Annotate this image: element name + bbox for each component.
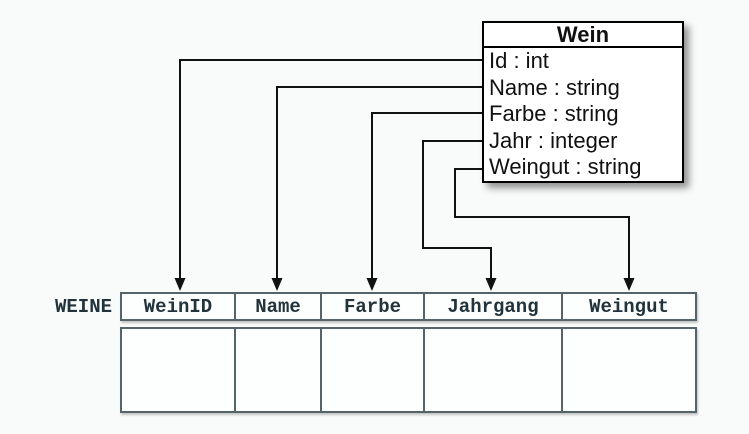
column-header-weingut: Weingut xyxy=(561,294,695,319)
class-attribute-farbe: Farbe : string xyxy=(489,101,619,127)
class-attribute-id: Id : int xyxy=(489,48,549,73)
class-attribute-name: Name : string xyxy=(489,74,620,100)
relation-header-row: WeinID Name Farbe Jahrgang Weingut xyxy=(120,292,697,321)
class-attribute-jahr: Jahr : integer xyxy=(489,127,618,153)
uml-class-box-wein: Wein Id : int Name : string Farbe : stri… xyxy=(482,21,684,183)
arrow-name-to-name-line xyxy=(276,86,483,279)
class-attribute-weingut: Weingut : string xyxy=(489,154,642,180)
column-header-name: Name xyxy=(234,294,320,319)
column-header-farbe: Farbe xyxy=(320,294,423,319)
arrow-jahr-to-jahrgang-head xyxy=(485,278,497,291)
column-header-weinid: WeinID xyxy=(143,295,213,318)
empty-cell-name xyxy=(234,329,320,411)
empty-cell-farbe xyxy=(320,329,423,411)
empty-cell-weingut xyxy=(561,329,695,411)
arrow-weingut-to-weingut-head xyxy=(623,278,635,291)
arrow-id-to-weinid-head xyxy=(174,278,186,291)
column-header-jahrgang: Jahrgang xyxy=(423,294,561,319)
relation-empty-row xyxy=(120,327,697,413)
arrow-farbe-to-farbe-head xyxy=(366,278,378,291)
arrow-id-to-weinid-line xyxy=(179,59,483,279)
relation-name-label: WEINE xyxy=(54,295,112,318)
arrow-jahr-to-jahrgang-line xyxy=(422,140,492,279)
empty-cell-weinid xyxy=(122,329,234,411)
arrow-name-to-name-head xyxy=(271,278,283,291)
empty-cell-jahrgang xyxy=(423,329,561,411)
arrow-weingut-to-weingut-line xyxy=(454,168,630,279)
class-attribute-list: Id : int Name : string Farbe : string Ja… xyxy=(484,48,682,181)
arrow-farbe-to-farbe-line xyxy=(371,112,483,279)
class-title: Wein xyxy=(484,23,682,48)
